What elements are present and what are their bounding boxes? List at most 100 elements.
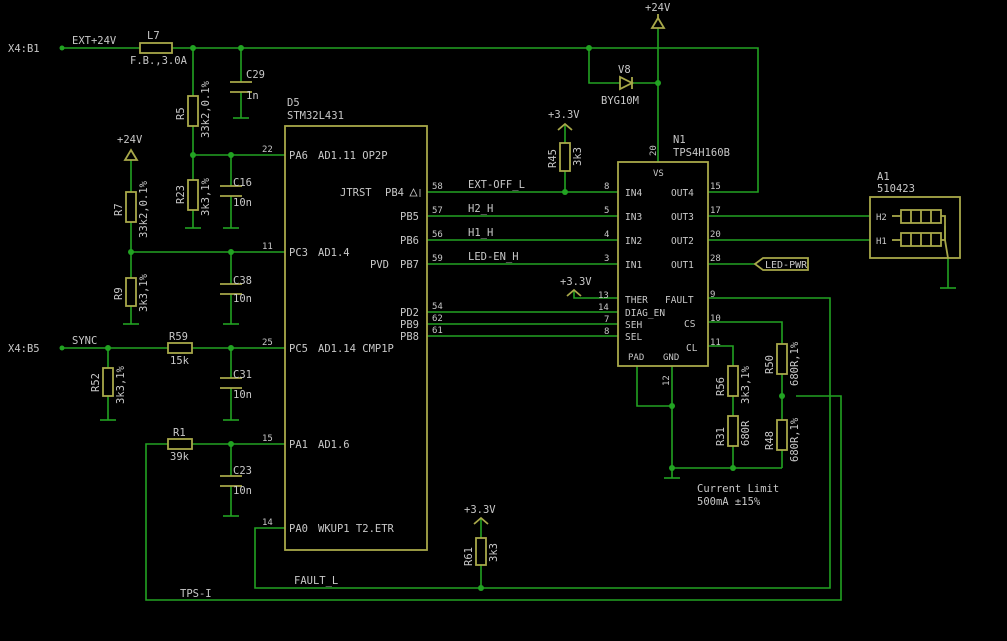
svg-text:F.B.,3.0A: F.B.,3.0A xyxy=(130,55,188,67)
svg-text:56: 56 xyxy=(432,230,443,240)
svg-text:JTRST: JTRST xyxy=(340,187,372,199)
svg-text:AD1.14 CMP1P: AD1.14 CMP1P xyxy=(318,343,394,355)
svg-text:3k3,1%: 3k3,1% xyxy=(200,177,212,216)
svg-text:L7: L7 xyxy=(147,30,160,42)
junctions xyxy=(105,45,785,591)
svg-text:28: 28 xyxy=(710,254,721,264)
r52-resistor xyxy=(102,367,114,397)
r56-resistor xyxy=(727,365,739,397)
svg-text:GND: GND xyxy=(663,353,679,363)
svg-text:R59: R59 xyxy=(169,331,188,343)
net-24v-left: +24V xyxy=(117,134,143,146)
r9-resistor xyxy=(125,277,137,307)
svg-text:10: 10 xyxy=(710,314,721,324)
svg-text:12: 12 xyxy=(662,375,672,386)
svg-text:680R,1%: 680R,1% xyxy=(789,341,801,386)
r5-resistor xyxy=(187,95,199,127)
net-sync: SYNC xyxy=(72,335,97,347)
svg-text:THER: THER xyxy=(625,295,648,306)
svg-text:R7: R7 xyxy=(113,203,125,216)
svg-text:OUT3: OUT3 xyxy=(671,212,694,223)
svg-text:3k3: 3k3 xyxy=(488,543,500,562)
svg-text:15: 15 xyxy=(710,182,721,192)
svg-text:WKUP1 T2.ETR: WKUP1 T2.ETR xyxy=(318,523,395,535)
svg-text:15k: 15k xyxy=(170,355,190,367)
svg-text:H1: H1 xyxy=(876,237,887,247)
svg-text:DIAG_EN: DIAG_EN xyxy=(625,308,665,319)
svg-text:59: 59 xyxy=(432,254,443,264)
svg-text:SEL: SEL xyxy=(625,332,642,343)
net-tps-i: TPS-I xyxy=(180,588,212,600)
svg-text:20: 20 xyxy=(710,230,721,240)
svg-text:33k2,0.1%: 33k2,0.1% xyxy=(200,80,212,138)
svg-text:Current Limit: Current Limit xyxy=(697,483,779,495)
svg-text:D5: D5 xyxy=(287,97,300,109)
svg-text:20: 20 xyxy=(649,145,659,156)
r48-resistor xyxy=(776,419,788,451)
svg-text:PC3: PC3 xyxy=(289,247,308,259)
r23-resistor xyxy=(187,179,199,211)
net-x4b5: X4:B5 xyxy=(8,343,40,355)
svg-text:1n: 1n xyxy=(246,90,259,102)
c31-capacitor xyxy=(220,377,242,389)
svg-text:R5: R5 xyxy=(175,107,187,120)
net-ledpwr: LED-PWR xyxy=(765,260,808,271)
svg-text:3k3,1%: 3k3,1% xyxy=(115,365,127,404)
svg-text:C31: C31 xyxy=(233,369,252,381)
svg-text:R1: R1 xyxy=(173,427,186,439)
svg-text:58: 58 xyxy=(432,182,443,192)
svg-text:R23: R23 xyxy=(175,185,187,204)
svg-text:3k3,1%: 3k3,1% xyxy=(740,365,752,404)
svg-text:R31: R31 xyxy=(715,427,727,446)
a1-connector xyxy=(869,196,961,259)
r61-resistor xyxy=(475,537,487,566)
svg-text:PA1: PA1 xyxy=(289,439,308,451)
svg-text:IN1: IN1 xyxy=(625,260,642,271)
svg-text:IN3: IN3 xyxy=(625,212,642,223)
svg-text:TPS4H160B: TPS4H160B xyxy=(673,147,730,159)
v8-diode xyxy=(619,75,635,91)
svg-text:V8: V8 xyxy=(618,64,631,76)
n1-labels: N1 TPS4H160B VS 20 IN4 8 IN3 5 IN2 4 IN1… xyxy=(598,134,730,386)
svg-text:AD1.11 OP2P: AD1.11 OP2P xyxy=(318,150,388,162)
svg-text:14: 14 xyxy=(598,303,609,313)
svg-text:3k3,1%: 3k3,1% xyxy=(138,273,150,312)
n1-chip-body xyxy=(617,161,709,367)
svg-text:8: 8 xyxy=(604,182,609,192)
r59-resistor xyxy=(167,342,193,354)
svg-text:PA0: PA0 xyxy=(289,523,308,535)
svg-text:57: 57 xyxy=(432,206,443,216)
r50-resistor xyxy=(776,343,788,375)
r45-resistor xyxy=(559,142,571,172)
svg-text:9: 9 xyxy=(710,290,715,300)
svg-text:54: 54 xyxy=(432,302,443,312)
svg-text:PA6: PA6 xyxy=(289,150,308,162)
net-fault-l: FAULT_L xyxy=(294,575,338,587)
svg-text:500mA ±15%: 500mA ±15% xyxy=(697,496,761,508)
wires xyxy=(62,28,956,601)
svg-text:62: 62 xyxy=(432,314,443,324)
svg-text:C29: C29 xyxy=(246,69,265,81)
net-labels: X4:B1 EXT+24V X4:B5 SYNC EXT-OFF_L H2_H … xyxy=(8,2,808,600)
r31-resistor xyxy=(727,415,739,447)
net-ext24: EXT+24V xyxy=(72,35,117,47)
svg-text:R45: R45 xyxy=(547,149,559,168)
svg-text:R50: R50 xyxy=(764,355,776,374)
c16-capacitor xyxy=(220,185,242,197)
svg-text:PAD: PAD xyxy=(628,353,644,363)
svg-text:N1: N1 xyxy=(673,134,686,146)
svg-text:OUT4: OUT4 xyxy=(671,188,694,199)
svg-text:SEH: SEH xyxy=(625,320,642,331)
svg-text:CL: CL xyxy=(686,343,698,354)
net-h1h: H1_H xyxy=(468,227,493,239)
svg-text:PVD: PVD xyxy=(370,259,389,271)
svg-text:25: 25 xyxy=(262,338,273,348)
svg-text:3: 3 xyxy=(604,254,609,264)
svg-text:FAULT: FAULT xyxy=(665,295,694,306)
svg-text:R52: R52 xyxy=(90,373,102,392)
svg-text:C38: C38 xyxy=(233,275,252,287)
svg-text:10n: 10n xyxy=(233,293,252,305)
net-ext-off: EXT-OFF_L xyxy=(468,179,525,191)
svg-text:CS: CS xyxy=(684,319,696,330)
